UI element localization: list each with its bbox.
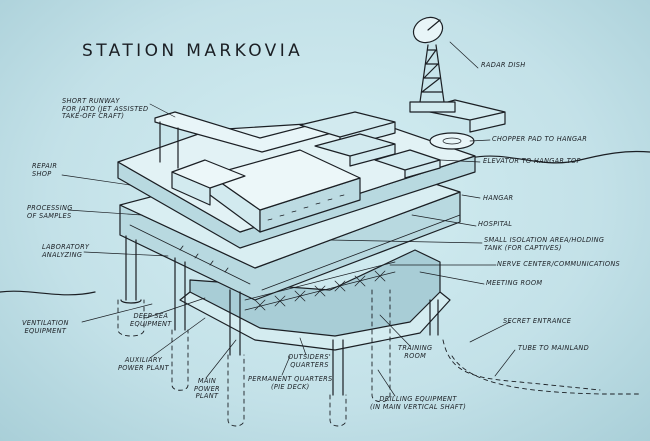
- label-permanent-quarters: PERMANENT QUARTERS (PIE DECK): [248, 375, 333, 391]
- radar-tower-base: [409, 101, 456, 113]
- diagram-title: STATION MARKOVIA: [82, 41, 304, 61]
- label-training-room: TRAINING ROOM: [398, 344, 433, 360]
- label-hospital: HOSPITAL: [478, 220, 513, 228]
- label-short-runway: SHORT RUNWAY FOR JATO (JET ASSISTED TAKE…: [62, 97, 149, 121]
- lower-hull-top: [179, 291, 451, 351]
- tube-to-mainland: [451, 355, 641, 395]
- chopper-pad: [429, 132, 475, 150]
- radar-tower: [419, 44, 445, 103]
- label-meeting-room: MEETING ROOM: [486, 279, 543, 287]
- label-chopper-pad: CHOPPER PAD TO HANGAR: [492, 135, 588, 143]
- label-secret-entrance: SECRET ENTRANCE: [503, 317, 572, 325]
- underwater-dashes: [117, 289, 601, 427]
- label-drilling: DRILLING EQUIPMENT (IN MAIN VERTICAL SHA…: [370, 395, 467, 411]
- label-elevator: ELEVATOR TO HANGAR TOP: [483, 157, 581, 165]
- pylon-1: [120, 235, 142, 304]
- main-hall-windows: [267, 194, 345, 221]
- sea-horizon-right: [469, 150, 650, 164]
- right-block-3: [374, 149, 441, 179]
- label-laboratory: LABORATORY ANALYZING: [42, 243, 90, 259]
- label-main-power: MAIN POWER PLANT: [194, 377, 220, 401]
- label-nerve-center: NERVE CENTER/COMMUNICATIONS: [497, 260, 621, 268]
- small-block-roof: [171, 159, 246, 189]
- label-isolation: SMALL ISOLATION AREA/HOLDING TANK (FOR C…: [484, 236, 605, 252]
- pylon-3: [229, 289, 241, 356]
- label-tube-mainland: TUBE TO MAINLAND: [518, 344, 590, 352]
- label-processing: PROCESSING OF SAMPLES: [27, 204, 73, 220]
- runway-legs: [159, 121, 179, 169]
- label-outsiders-quarters: OUTSIDERS' QUARTERS: [288, 353, 331, 369]
- label-repair-shop: REPAIR SHOP: [32, 162, 58, 178]
- main-hall-roof: [209, 149, 361, 211]
- pylon-2: [174, 257, 186, 331]
- middle-deck-windows: [129, 214, 461, 291]
- sea-horizon: [0, 290, 96, 296]
- label-hangar: HANGAR: [483, 194, 514, 202]
- pylon-4: [332, 339, 344, 396]
- truss: [244, 261, 396, 311]
- label-ventilation: VENTILATION EQUIPMENT: [22, 319, 69, 335]
- label-auxiliary-power: AUXILIARY POWER PLANT: [118, 356, 169, 372]
- right-block-2: [314, 133, 396, 167]
- leader-lines: [61, 41, 516, 397]
- pylon-5: [429, 299, 439, 336]
- label-radar-dish: RADAR DISH: [481, 61, 526, 69]
- label-deep-sea: DEEP SEA EQUIPMENT: [130, 312, 172, 328]
